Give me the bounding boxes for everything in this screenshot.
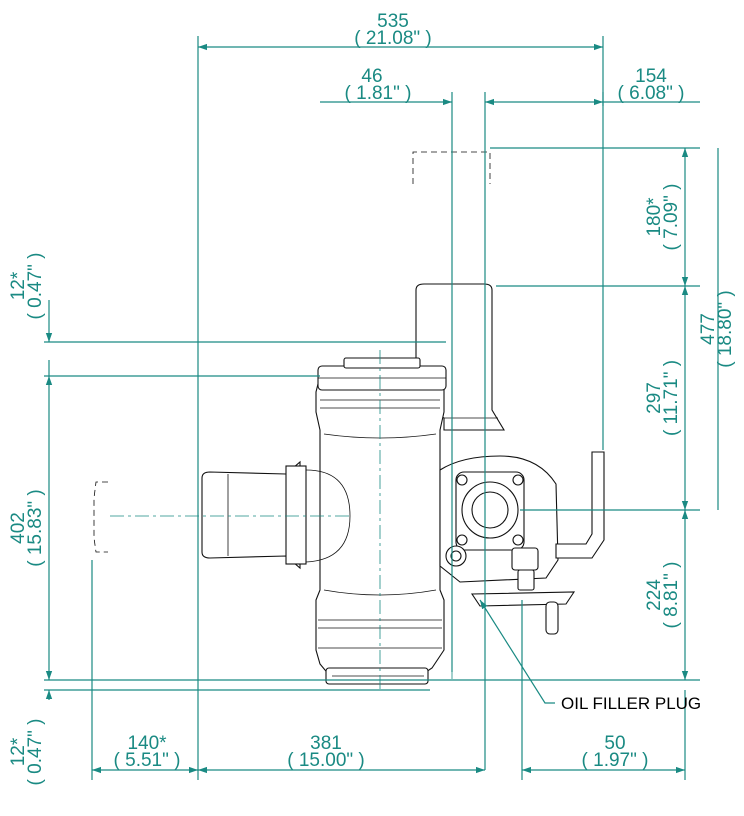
bottom-gap-mm: 12* [8, 737, 29, 766]
plug-offset-mm: 50 [604, 733, 625, 754]
right-offset-in: ( 6.08" ) [618, 83, 685, 104]
body-width-mm: 381 [310, 733, 342, 754]
left-clearance-mm: 140* [127, 733, 167, 754]
side-motor [201, 460, 301, 570]
body-height-in: ( 15.83" ) [25, 489, 46, 567]
right-offset-mm: 154 [635, 66, 667, 87]
top-gap-mm: 12* [8, 271, 29, 300]
overall-width-mm: 535 [377, 11, 409, 32]
bottom-gap-in: ( 0.47" ) [25, 719, 46, 786]
lower-height-in: ( 8.81" ) [661, 562, 682, 629]
overall-width-in: ( 21.08" ) [354, 28, 432, 49]
top-clearance-mm: 180* [644, 197, 665, 237]
oil-filler-plug-label: OIL FILLER PLUG [561, 694, 701, 713]
upper-height-mm: 297 [644, 382, 665, 414]
body-height-mm: 402 [8, 512, 29, 544]
top-clearance-in: ( 7.09" ) [661, 184, 682, 251]
side-clearance-outline [93, 481, 108, 553]
upper-height-in: ( 11.71" ) [661, 360, 682, 436]
shaft-offset-mm: 46 [361, 66, 382, 87]
extension-lines [44, 36, 700, 780]
body-width-in: ( 15.00" ) [287, 750, 365, 771]
top-gap-in: ( 0.47" ) [25, 253, 46, 320]
dimension-lines [45, 43, 719, 774]
dimension-labels: 535 ( 21.08" ) 46 ( 1.81" ) 154 ( 6.08" … [8, 11, 736, 785]
shaft-offset-in: ( 1.81" ) [345, 83, 412, 104]
oil-filler-leader [479, 599, 555, 704]
handwheel [470, 591, 576, 607]
actuator-outline [93, 140, 605, 690]
lower-height-mm: 224 [644, 579, 665, 611]
declutch-lever [555, 451, 605, 559]
overall-height-mm: 477 [698, 313, 719, 345]
plug-offset-in: ( 1.97" ) [582, 750, 649, 771]
left-clearance-in: ( 5.51" ) [114, 750, 181, 771]
overall-height-in: ( 18.80" ) [715, 290, 736, 368]
